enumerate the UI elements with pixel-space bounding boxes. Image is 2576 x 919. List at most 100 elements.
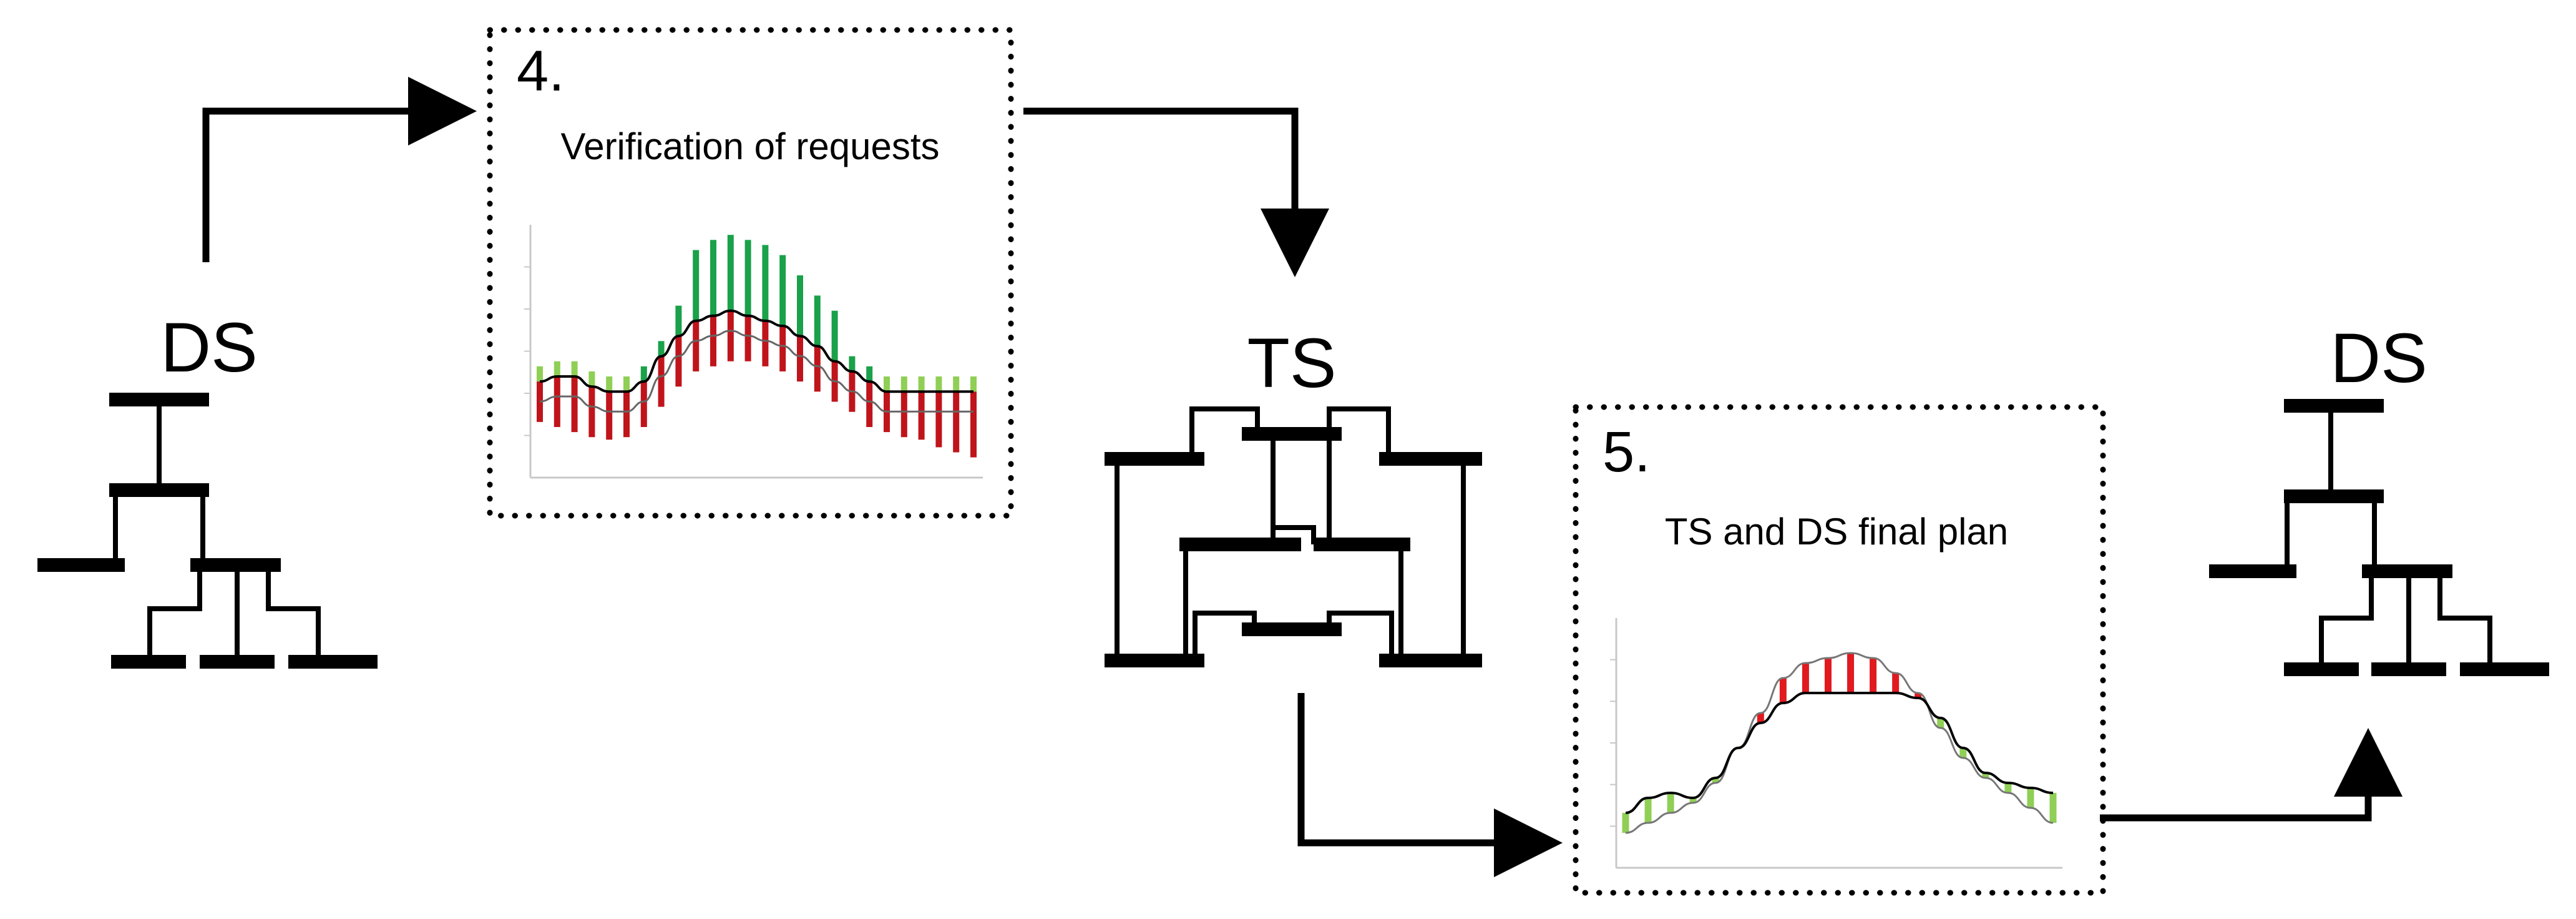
series-line-secondary (1625, 652, 2054, 834)
line (1189, 406, 1260, 459)
bar-difference (1824, 658, 1832, 693)
bar-lower (744, 315, 751, 361)
bar-difference (1757, 713, 1764, 723)
bar-lower (658, 356, 665, 407)
series-line (1625, 692, 2054, 814)
bar-upper (814, 295, 821, 346)
panel-title: TS and DS final plan (1665, 511, 2008, 553)
bar-difference (1802, 663, 1809, 693)
ds-left-network: DS (37, 308, 378, 669)
bar-lower (918, 391, 925, 440)
bar-difference (2027, 788, 2034, 808)
bar-upper (675, 305, 682, 337)
bar-upper (623, 376, 630, 392)
bar-lower (588, 386, 595, 438)
bar-upper (727, 235, 734, 311)
bar-lower (710, 315, 716, 366)
series-line (539, 309, 973, 393)
bar-lower (779, 326, 786, 371)
series-line-secondary (539, 330, 973, 413)
bar-upper (953, 376, 960, 392)
panel-title: Verification of requests (560, 125, 939, 167)
dotted-panel-border (487, 27, 1014, 519)
bar-lower (970, 391, 977, 458)
step-number: 4. (517, 39, 565, 103)
panel-verification: 4. Verification of requests (487, 27, 1014, 519)
arrow-verification-to-ts (1023, 107, 1329, 277)
bar-upper (831, 310, 838, 361)
bar-upper (571, 361, 578, 376)
bar-upper (866, 366, 873, 382)
bar-lower (814, 346, 821, 392)
bar-difference (2004, 783, 2012, 793)
dotted-panel-border (1573, 404, 2106, 896)
chart-verification (524, 225, 983, 479)
ts-center-network: TS (1105, 324, 1482, 667)
bar-lower (571, 376, 578, 433)
bar-upper (606, 376, 613, 392)
bar-lower (900, 391, 907, 438)
bar-difference (1667, 793, 1674, 813)
bar-difference (1689, 798, 1697, 803)
bar-lower (866, 381, 873, 427)
arrow-final-plan-to-ds (2100, 728, 2403, 822)
panel-final-plan: 5. TS and DS final plan (1573, 404, 2106, 896)
arrow-ds-to-verification (202, 77, 477, 262)
chart-final-plan (1610, 618, 2062, 869)
bar-upper (537, 366, 543, 382)
bar-upper (658, 341, 665, 356)
step-number: 5. (1603, 420, 1651, 484)
ts-label: TS (1247, 324, 1336, 402)
bar-upper (849, 356, 856, 371)
bar-lower (675, 336, 682, 387)
line (1193, 611, 1257, 661)
bar-lower (623, 391, 630, 438)
bar-lower (797, 336, 803, 382)
bar-upper (693, 250, 700, 321)
bar-upper (797, 275, 803, 337)
bar-upper (554, 361, 560, 376)
feeder-line (266, 565, 321, 662)
bar-upper (918, 376, 925, 392)
feeder-line (147, 565, 202, 662)
feeder-line (2319, 571, 2374, 669)
bar-difference (2049, 793, 2057, 823)
flow-arrows (202, 77, 2403, 877)
bar-upper (640, 366, 647, 382)
bar-upper (935, 376, 942, 392)
bar-lower (762, 320, 769, 366)
bar-upper (884, 376, 890, 392)
arrow-ts-to-final-plan (1297, 693, 1563, 877)
ds-right-label: DS (2330, 319, 2427, 397)
line (1327, 611, 1394, 661)
bar-lower (727, 310, 734, 361)
bar-difference (1622, 813, 1629, 833)
bar-difference (1892, 673, 1900, 693)
bar-lower (935, 391, 942, 448)
bar-upper (900, 376, 907, 392)
bar-difference (1712, 778, 1719, 783)
ds-left-label: DS (160, 308, 258, 386)
bar-lower (554, 376, 560, 427)
bar-lower (693, 320, 700, 371)
bar-difference (1937, 718, 1944, 728)
bar-upper (744, 240, 751, 316)
bar-lower (953, 391, 960, 453)
bar-difference (1847, 653, 1855, 693)
bar-upper (588, 371, 595, 387)
feeder-line (2437, 571, 2492, 669)
bar-difference (1644, 798, 1652, 823)
bar-upper (710, 240, 716, 316)
bar-difference (1870, 658, 1877, 693)
bar-difference (1982, 773, 1989, 778)
line (1327, 406, 1391, 459)
bar-upper (762, 245, 769, 321)
bar-lower (606, 391, 613, 440)
ds-right-network: DS (2209, 319, 2549, 676)
bar-lower (640, 381, 647, 427)
bar-difference (1959, 748, 1967, 758)
bar-difference (1915, 693, 1922, 698)
bar-upper (779, 255, 786, 326)
